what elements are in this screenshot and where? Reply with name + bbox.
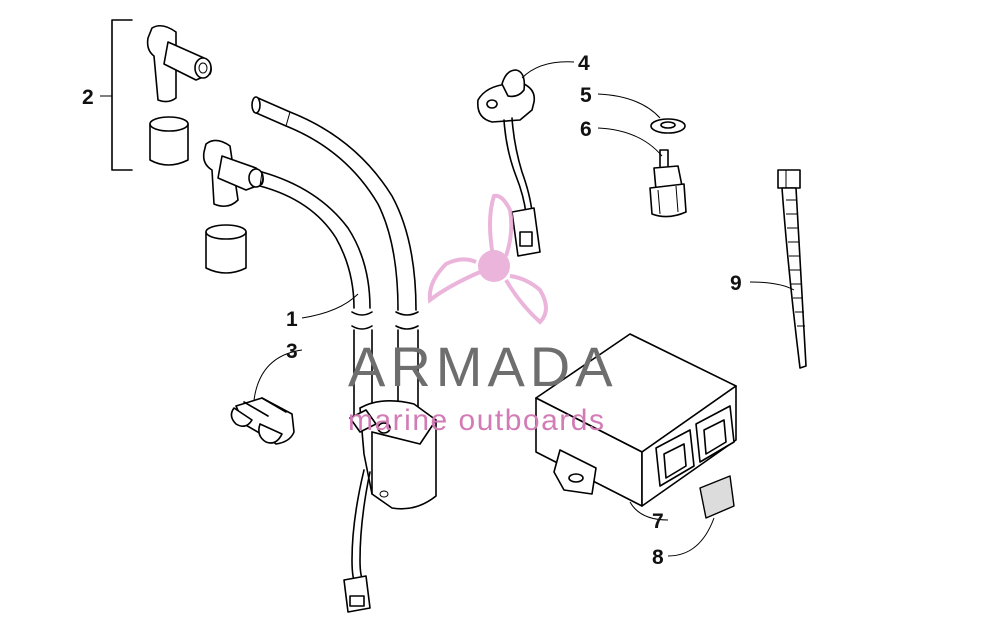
watermark-brand: ARMADA [348,335,618,398]
callout-8: 8 [652,546,664,569]
cable-tie [777,169,807,369]
sensor-with-lead [476,69,541,257]
ignition-coil [251,96,437,613]
armada-logo-icon [427,193,548,325]
label-pad [699,475,735,519]
washer [650,118,686,134]
callout-3: 3 [286,340,298,363]
callout-5: 5 [580,84,592,107]
leader-lines [100,61,795,557]
switch-sender [649,149,687,218]
callout-1: 1 [286,308,298,331]
spark-plug-cap-group [111,19,264,274]
watermark-tagline: marine outboards [348,404,605,437]
callout-6: 6 [580,118,592,141]
callout-4: 4 [578,52,590,75]
control-module [535,333,737,507]
callout-9: 9 [730,272,742,295]
callout-7: 7 [652,510,664,533]
callout-2: 2 [82,86,94,109]
wire-clip [230,397,295,445]
